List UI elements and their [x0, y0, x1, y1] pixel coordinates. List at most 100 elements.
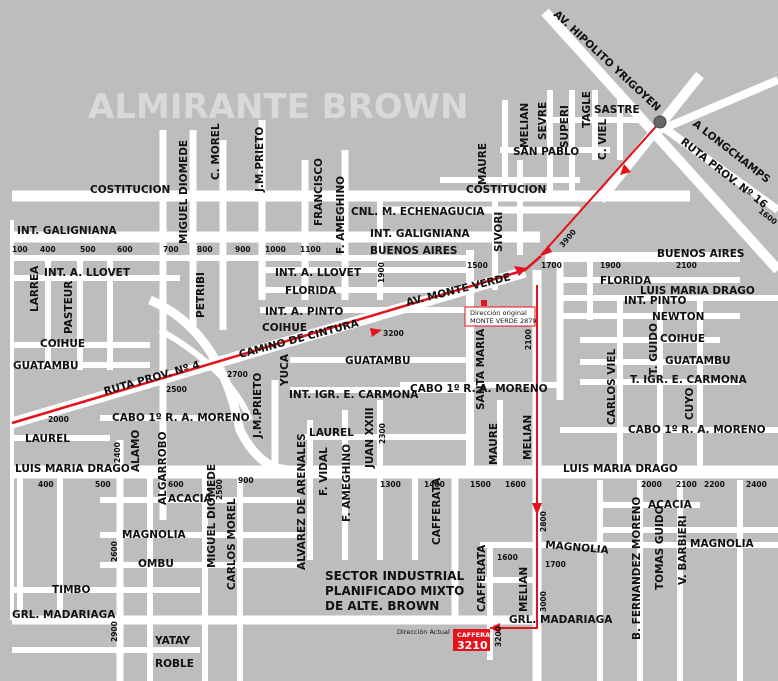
num-2400: 2400 — [113, 442, 122, 463]
street-sastre: SASTRE — [594, 104, 640, 116]
street-melian-center: MELIAN — [522, 415, 534, 460]
street-guatambu-west: GUATAMBU — [13, 360, 79, 372]
street-yatay: YATAY — [154, 635, 190, 647]
street-c-viel: C. VIEL — [597, 118, 609, 160]
num-3200: 3200 — [383, 329, 404, 338]
street-tagle: TAGLE — [581, 91, 593, 128]
street-luis-maria-drago-west: LUIS MARIA DRAGO — [15, 463, 130, 475]
num-2100-a: 2100 — [676, 261, 697, 270]
street-carlos-morel: CARLOS MOREL — [226, 498, 238, 590]
num-galigniana-3: 600 — [117, 245, 133, 254]
route-arrow-2 — [541, 245, 552, 256]
street-magnolia-center: MAGNOLIA — [545, 539, 610, 557]
num-drago-e-4: 2000 — [641, 480, 662, 489]
street-grl-madariaga-east: GRL. MADARIAGA — [509, 614, 613, 626]
street-c-morel: C. MOREL — [210, 123, 222, 180]
street-buenos-aires-west: BUENOS AIRES — [370, 245, 458, 257]
street-magnolia-east: MAGNOLIA — [690, 538, 755, 550]
num-2600: 2600 — [110, 541, 119, 562]
district-label: ALMIRANTE BROWN — [88, 87, 469, 127]
street-int-carmona: INT. IGR. E. CARMONA — [289, 389, 419, 401]
num-2500-b: 2500 — [215, 479, 224, 500]
sector-line-1: SECTOR INDUSTRIAL — [325, 569, 464, 583]
street-cabo-moreno-west: CABO 1º R. A. MORENO — [112, 412, 250, 424]
sector-line-2: PLANIFICADO MIXTO — [325, 584, 464, 598]
street-coihue-center: COIHUE — [262, 322, 307, 334]
street-santa-maria: SANTA MARIA — [475, 328, 487, 410]
street-cafferata-south: CAFFERATA — [476, 544, 488, 612]
street-cabo-moreno-center: CABO 1º R. A. MORENO — [410, 383, 548, 395]
num-2500: 2500 — [166, 385, 187, 394]
street-costitucion-west: COSTITUCION — [90, 184, 170, 196]
street-ombu: OMBU — [138, 558, 174, 570]
street-guatambu-east: GUATAMBU — [665, 355, 731, 367]
num-drago-w-1: 500 — [95, 480, 111, 489]
num-drago-e-5: 2100 — [676, 480, 697, 489]
street-labels: AV. HIPOLITO YRIGOYEN A LONGCHAMPS RUTA … — [12, 8, 778, 670]
num-1900-a: 1900 — [600, 261, 621, 270]
street-int-llovet-west: INT. A. LLOVET — [44, 267, 131, 279]
street-t-guido: T. GUIDO — [648, 323, 660, 375]
street-acacia-west: ACACIA — [168, 493, 213, 505]
num-drago-w-3: 900 — [238, 476, 254, 485]
street-buenos-aires-east: BUENOS AIRES — [657, 248, 745, 260]
num-1500: 1500 — [467, 261, 488, 270]
num-drago-e-2: 1500 — [470, 480, 491, 489]
street-maure-south: MAURE — [488, 423, 500, 465]
num-galigniana-5: 800 — [197, 245, 213, 254]
route-arrow-6 — [490, 623, 500, 633]
street-newton: NEWTON — [652, 311, 704, 323]
street-int-galigniana-west: INT. GALIGNIANA — [17, 225, 117, 237]
street-pasteur: PASTEUR — [63, 281, 75, 334]
actual-address-label: Dirección Actual — [397, 628, 450, 636]
street-san-pablo: SAN PABLO — [513, 146, 579, 158]
street-cuyo: CUYO — [684, 388, 696, 420]
num-galigniana-2: 500 — [80, 245, 96, 254]
actual-address-street: CAFFERATA — [457, 631, 499, 639]
street-acacia-east: ACACIA — [648, 499, 693, 511]
route-arrow-3 — [370, 328, 382, 337]
num-drago-e-0: 1300 — [380, 480, 401, 489]
num-drago-e-1: 1400 — [424, 480, 445, 489]
street-laurel-center: LAUREL — [309, 427, 354, 439]
num-galigniana-0: 100 — [12, 245, 28, 254]
num-2100-b: 2100 — [524, 329, 533, 350]
street-luis-maria-drago-ne: LUIS MARIA DRAGO — [640, 285, 755, 297]
num-1700: 1700 — [545, 560, 566, 569]
street-costitucion-east: COSTITUCION — [466, 184, 546, 196]
street-melian-north: MELIAN — [519, 103, 531, 148]
street-melian-south: MELIAN — [518, 567, 530, 612]
num-2800: 2800 — [539, 511, 548, 532]
street-maure-north: MAURE — [477, 143, 489, 185]
num-1700-a: 1700 — [541, 261, 562, 270]
num-drago-w-0: 400 — [38, 480, 54, 489]
street-luis-maria-drago-east: LUIS MARIA DRAGO — [563, 463, 678, 475]
street-francisco: FRANCISCO — [313, 158, 325, 226]
street-florida-west: FLORIDA — [285, 285, 337, 297]
start-point-icon — [653, 115, 667, 129]
original-address-box — [464, 306, 536, 327]
street-sevre-north: SEVRE — [537, 102, 549, 140]
street-carlos-viel: CARLOS VIEL — [606, 348, 618, 425]
street-alvarez-arenales: ALVAREZ DE ARENALES — [296, 433, 308, 570]
num-drago-w-2: 600 — [168, 480, 184, 489]
street-magnolia-west: MAGNOLIA — [122, 529, 187, 541]
street-int-llovet-center: INT. A. LLOVET — [275, 267, 362, 279]
street-int-pinto-east: INT. PINTO — [624, 295, 686, 307]
num-3000: 3000 — [539, 591, 548, 612]
street-tomas-guido: TOMAS GUIDO — [654, 505, 666, 590]
street-laurel-west: LAUREL — [25, 433, 70, 445]
num-drago-e-6: 2200 — [704, 480, 725, 489]
street-jm-prieto-south: J.M.PRIETO — [252, 373, 264, 439]
num-1600: 1600 — [497, 553, 518, 562]
street-sivori: SIVORI — [493, 212, 505, 252]
num-galigniana-1: 400 — [40, 245, 56, 254]
route — [11, 121, 661, 633]
street-grl-madariaga-west: GRL. MADARIAGA — [12, 609, 116, 621]
street-coihue-east: COIHUE — [660, 333, 705, 345]
original-address-marker-icon — [481, 300, 487, 306]
num-3200-b: 3200 — [494, 626, 503, 647]
street-timbo: TIMBO — [52, 584, 91, 596]
original-address-value: MONTE VERDE 2879 — [470, 317, 537, 325]
